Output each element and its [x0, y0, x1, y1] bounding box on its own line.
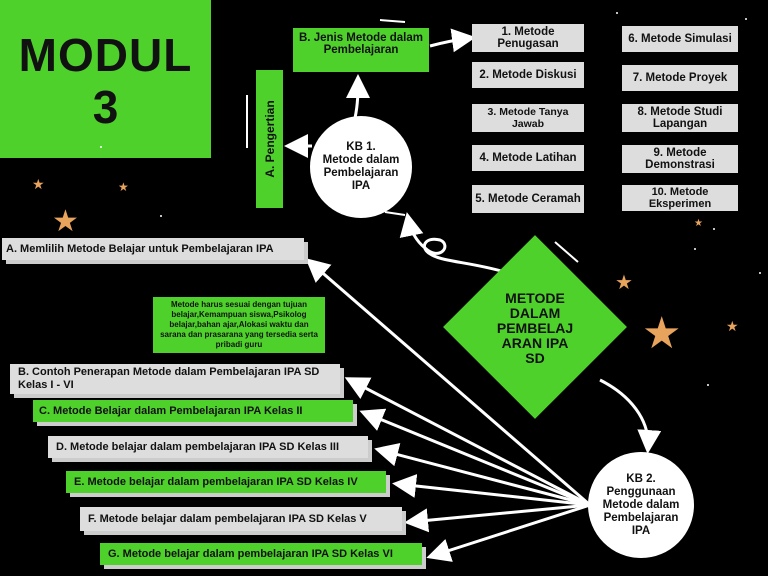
star-icon: ★ — [52, 205, 79, 238]
kb2-circle: KB 2. Penggunaan Metode dalam Pembelajar… — [588, 452, 694, 558]
method-item: 1. Metode Penugasan — [472, 24, 584, 52]
arrow-kb2-memilih — [305, 258, 591, 507]
module-title: MODUL — [18, 29, 193, 81]
pengertian-box: A. Pengertian — [256, 70, 283, 208]
arrow-kb2-c — [359, 408, 591, 507]
kb2-item-d: D. Metode belajar dalam pembelajaran IPA… — [48, 436, 368, 458]
star-icon: ★ — [32, 176, 45, 192]
method-item: 4. Metode Latihan — [472, 145, 584, 171]
method-item: 10. Metode Eksperimen — [622, 185, 738, 211]
method-item: 8. Metode Studi Lapangan — [622, 104, 738, 132]
arrow-kb2-d — [374, 442, 591, 507]
method-item: 7. Metode Proyek — [622, 65, 738, 91]
method-item: 6. Metode Simulasi — [622, 26, 738, 52]
arrow-jenis-methods — [429, 28, 476, 53]
star-icon: ★ — [726, 318, 739, 334]
memilih-label: A. Memlilih Metode Belajar untuk Pembela… — [6, 242, 274, 255]
kb2-item-c: C. Metode Belajar dalam Pembelajaran IPA… — [33, 400, 353, 422]
center-title: METODE DALAM PEMBELAJ ARAN IPA SD — [496, 289, 574, 366]
module-number: 3 — [92, 81, 119, 133]
kb2-item-e: E. Metode belajar dalam pembelajaran IPA… — [66, 471, 386, 493]
memilih-note: Metode harus sesuai dengan tujuan belaja… — [153, 297, 325, 353]
jenis-metode-box: B. Jenis Metode dalam Pembelajaran — [293, 28, 429, 72]
arrow-kb2-g — [426, 503, 591, 562]
star-icon: ★ — [642, 309, 682, 358]
arrow-kb2-e — [392, 474, 591, 507]
kb2-label: KB 2. Penggunaan Metode dalam Pembelajar… — [602, 472, 680, 537]
memilih-bar: A. Memlilih Metode Belajar untuk Pembela… — [2, 238, 304, 260]
star-icon: ★ — [615, 272, 633, 294]
method-item: 2. Metode Diskusi — [472, 62, 584, 88]
method-item: 9. Metode Demonstrasi — [622, 145, 738, 173]
arrow-kb2-f — [404, 503, 591, 533]
arrow-kb1-jenis — [345, 74, 370, 119]
method-item: 5. Metode Ceramah — [472, 185, 584, 213]
kb2-item-f: F. Metode belajar dalam pembelajaran IPA… — [80, 507, 402, 531]
kb2-item-b: B. Contoh Penerapan Metode dalam Pembela… — [10, 364, 340, 394]
arrow-center-kb1 — [399, 212, 506, 274]
star-icon: ★ — [118, 180, 129, 194]
kb2-item-g: G. Metode belajar dalam pembelajaran IPA… — [100, 543, 422, 565]
arrow-center-kb2 — [599, 378, 662, 454]
module-title-block: MODUL 3 — [0, 0, 211, 158]
jenis-metode-label: B. Jenis Metode dalam Pembelajaran — [299, 32, 423, 56]
pengertian-label: A. Pengertian — [262, 100, 277, 178]
kb1-label: KB 1. Metode dalam Pembelajaran IPA — [322, 141, 400, 192]
kb1-circle: KB 1. Metode dalam Pembelajaran IPA — [310, 116, 412, 218]
method-item: 3. Metode Tanya Jawab — [472, 104, 584, 132]
star-icon: ★ — [694, 218, 703, 229]
arrow-kb2-b — [344, 377, 591, 507]
